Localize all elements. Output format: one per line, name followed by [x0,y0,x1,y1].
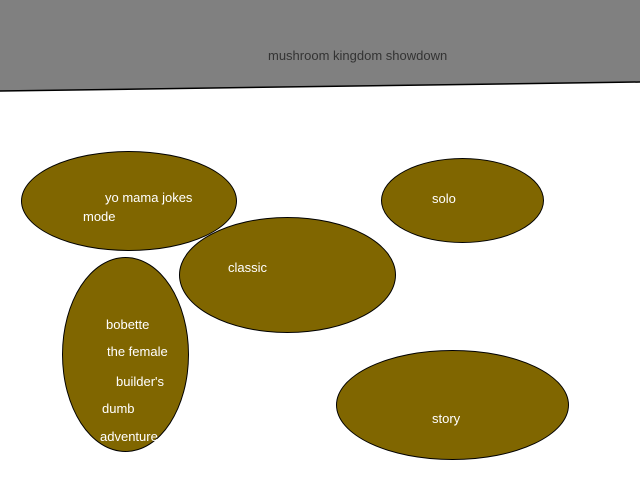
yo-mama-jokes-mode-button[interactable] [21,151,237,251]
story-mode-button[interactable] [336,350,569,460]
title-banner-fill [0,0,640,91]
solo-mode-button[interactable] [381,158,544,243]
bobette-adventure-mode-button[interactable] [62,257,189,452]
title-banner [0,0,640,92]
title-banner-border [0,81,640,92]
classic-mode-button[interactable] [179,217,396,333]
game-title: mushroom kingdom showdown [268,48,448,63]
